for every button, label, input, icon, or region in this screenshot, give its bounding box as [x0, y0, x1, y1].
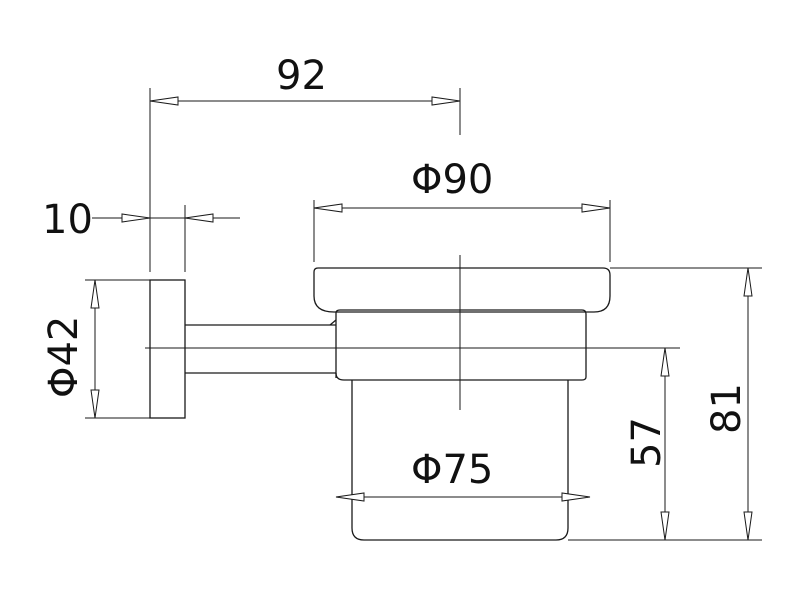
- dim-plate-thickness: 10: [42, 197, 240, 243]
- dim-rim-diameter: Φ90: [313, 157, 611, 213]
- dim-rim-diameter-label: Φ90: [411, 157, 493, 203]
- bowl-rim: [313, 267, 611, 313]
- extension-lines: [85, 88, 762, 541]
- dim-overall-height-label: 81: [704, 383, 750, 434]
- dim-projection: 92: [149, 53, 461, 106]
- dim-center-to-bottom-label: 57: [624, 417, 670, 468]
- dim-plate-diameter: Φ42: [41, 279, 100, 419]
- dim-plate-diameter-label: Φ42: [41, 316, 87, 398]
- dim-center-to-bottom: 57: [624, 347, 670, 541]
- dim-plate-thickness-label: 10: [42, 197, 93, 243]
- holder-ring: [329, 309, 587, 381]
- dim-projection-label: 92: [276, 53, 327, 99]
- cup-body: [351, 380, 569, 541]
- support-arm: [185, 324, 336, 374]
- wall-plate: [149, 279, 186, 419]
- dim-overall-height: 81: [704, 267, 753, 541]
- dim-cup-diameter: Φ75: [335, 447, 591, 502]
- dim-cup-diameter-label: Φ75: [411, 447, 493, 493]
